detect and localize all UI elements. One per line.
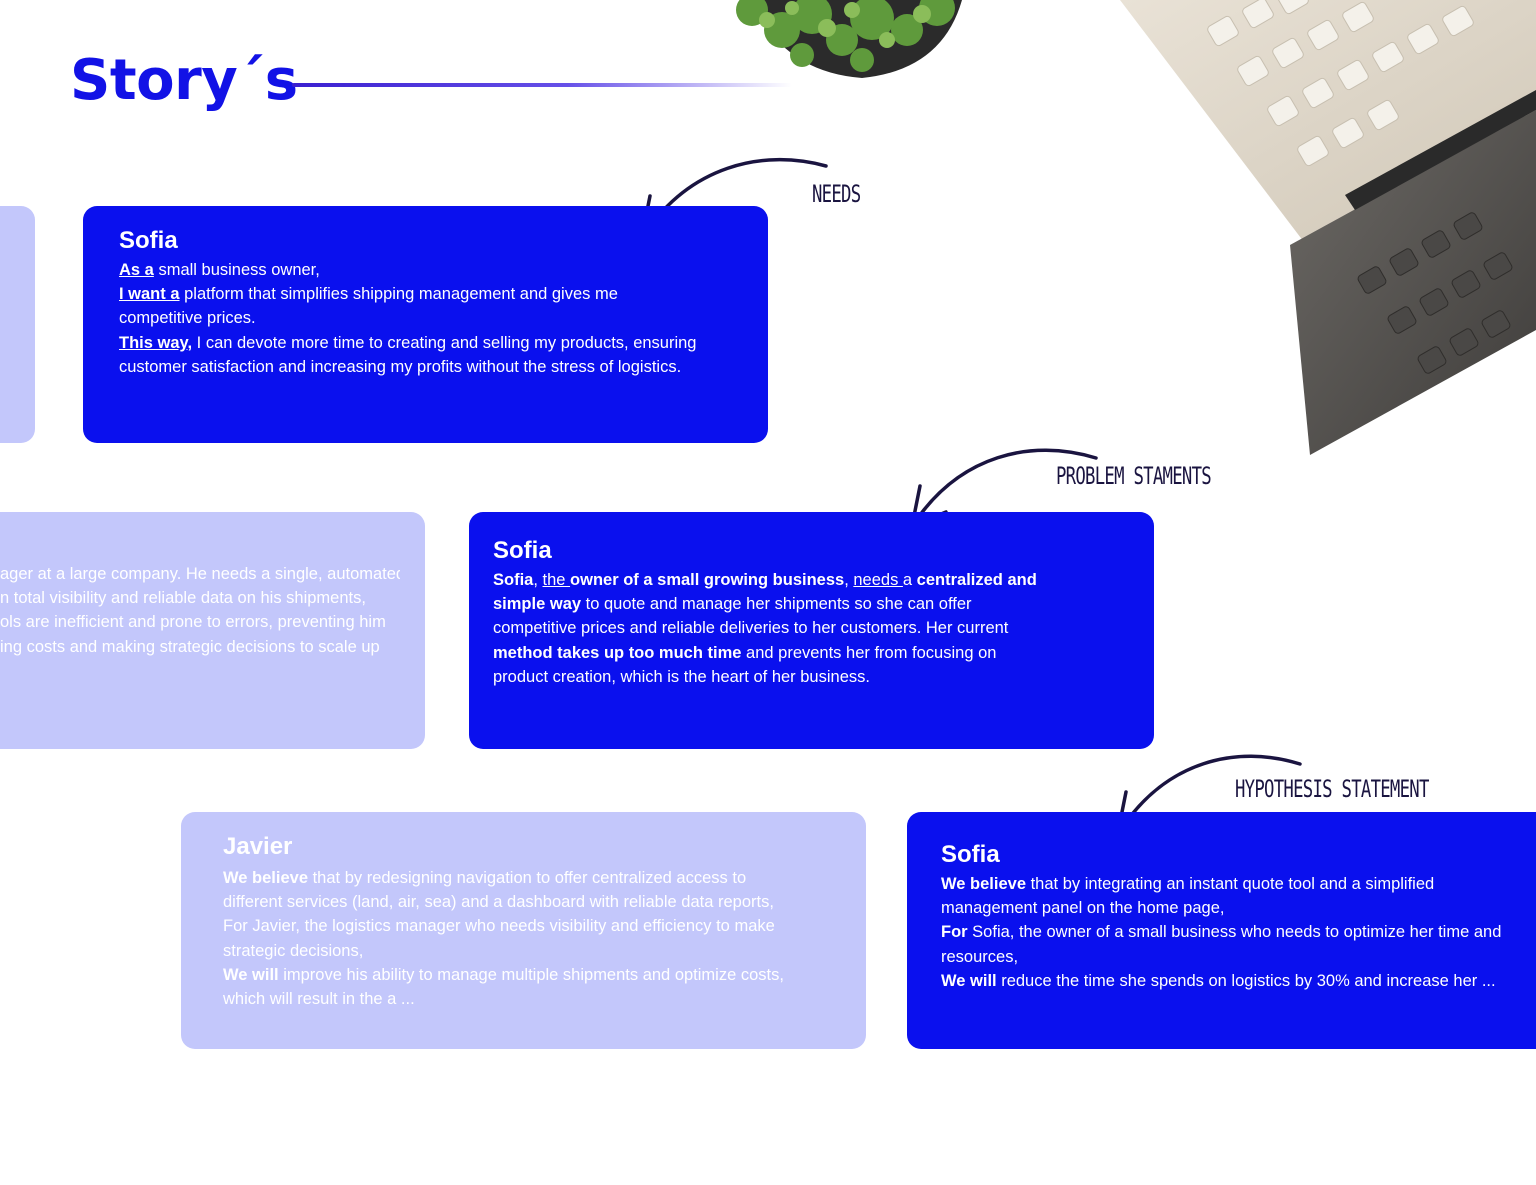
card-body: As a small business owner, I want a plat… [119,261,697,376]
hypothesis-statement-label: HYPOTHESIS STATEMENT [1235,775,1429,803]
card-body: We believe that by integrating an instan… [941,875,1502,990]
page-title: Story´s [70,48,298,113]
card-name: Javier [223,833,293,860]
title-underline [292,83,792,87]
plant-image [736,0,962,78]
card-body: We believe that by redesigning navigatio… [223,869,784,1009]
card-name: Sofia [493,537,552,564]
hypothesis-card-javier: Javier We believe that by redesigning na… [181,812,866,1049]
card-body: Sofia, the owner of a small growing busi… [493,571,1037,686]
problem-statements-label: PROBLEM STAMENTS [1056,462,1212,490]
needs-card-partial [0,206,35,443]
problem-card-javier-partial: ager at a large company. He needs a sing… [0,512,425,749]
needs-card-sofia: Sofia As a small business owner, I want … [83,206,768,443]
problem-arrow-icon [913,448,1098,524]
needs-label: NEEDS [812,180,861,208]
hypothesis-card-sofia: Sofia We believe that by integrating an … [907,812,1536,1049]
card-name: Sofia [119,227,178,254]
card-name: Sofia [941,841,1000,868]
hypothesis-arrow-icon [1120,754,1302,830]
card-body: ager at a large company. He needs a sing… [0,565,400,656]
laptop-image [1120,0,1536,455]
problem-card-sofia: Sofia Sofia, the owner of a small growin… [469,512,1154,749]
